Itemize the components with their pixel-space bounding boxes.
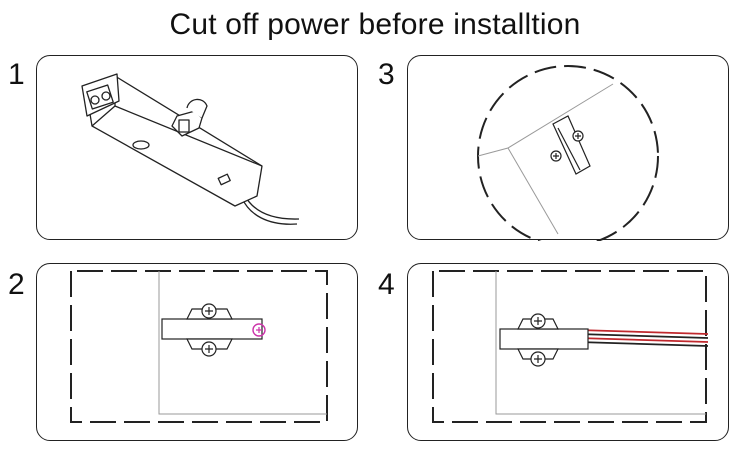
step-number-3: 3 bbox=[378, 58, 395, 91]
step-3-panel bbox=[407, 55, 729, 241]
page-title: Cut off power before installtion bbox=[169, 8, 581, 41]
step-number-2: 2 bbox=[8, 268, 25, 301]
step-number-4: 4 bbox=[378, 268, 395, 301]
step-4-panel bbox=[407, 263, 729, 441]
wired-connector-illustration bbox=[432, 270, 709, 423]
sensor-light-bar-illustration bbox=[81, 73, 300, 225]
mounting-clip-illustration bbox=[70, 270, 328, 423]
step-2-panel bbox=[36, 263, 358, 441]
step-1-panel bbox=[36, 55, 358, 240]
clip-zoom-illustration bbox=[477, 65, 659, 241]
step-number-1: 1 bbox=[8, 58, 25, 91]
